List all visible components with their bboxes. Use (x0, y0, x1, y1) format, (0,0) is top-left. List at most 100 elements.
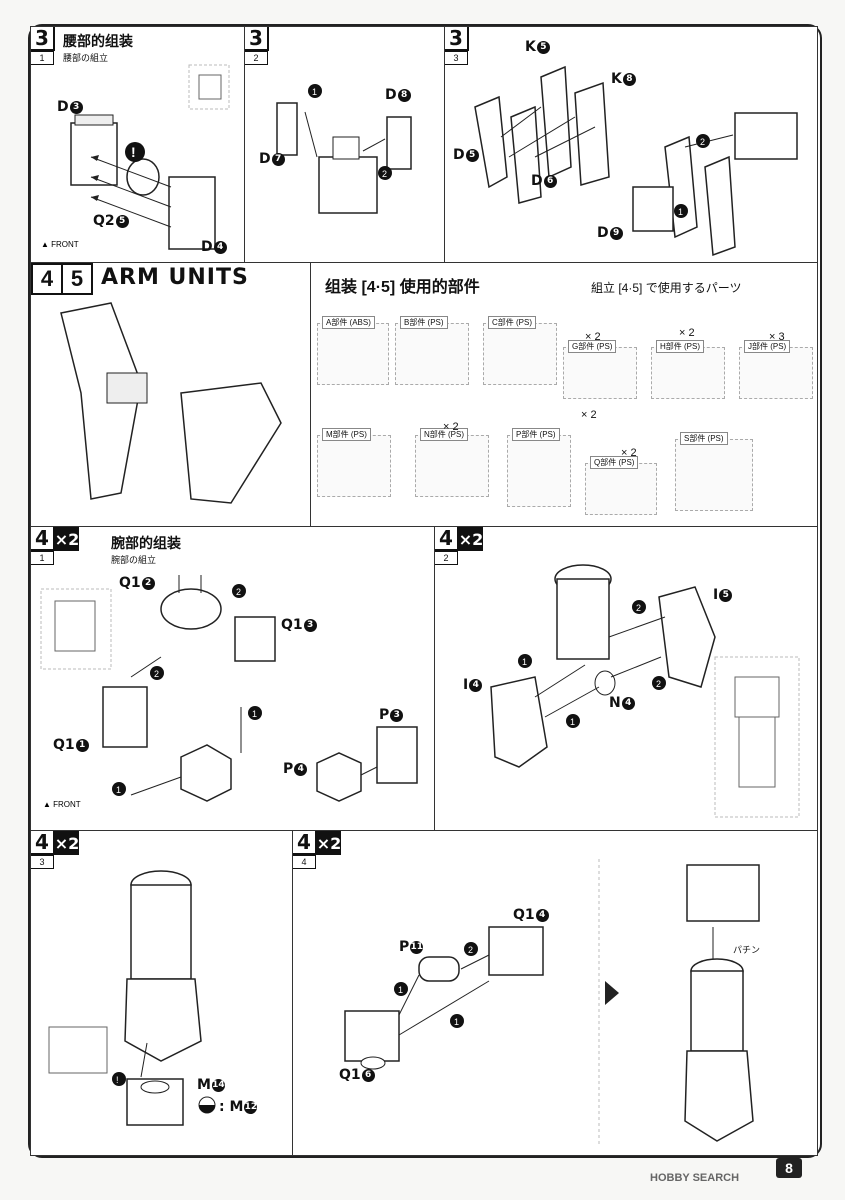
svg-text:1: 1 (252, 709, 257, 719)
substep-number: 3 (445, 51, 468, 65)
forearm-armor-drawing: 2 1 2 1 (490, 564, 800, 818)
substep-number: 4 (293, 855, 316, 869)
svg-text:2: 2 (382, 169, 387, 179)
page-number: 8 (776, 1158, 802, 1178)
step-number: 4 (293, 831, 317, 855)
parts-title-jp: 組立 [4·5] で使用するパーツ (591, 281, 742, 295)
step-title-jp: 腕部の組立 (111, 555, 157, 565)
label-m14: M14 (197, 1077, 225, 1093)
runner-p-count: × 2 (581, 409, 597, 421)
parts-title-cn: 组装 [4·5] 使用的部件 (325, 279, 480, 296)
waist-armor-drawing: 2 1 (474, 65, 798, 257)
runner-n-count: × 2 (443, 421, 459, 433)
runner-q-count: × 2 (621, 447, 637, 459)
runner-j-count: × 3 (769, 331, 785, 343)
substep-number: 2 (245, 51, 268, 65)
arm-units-panel: 4 5 ARM UNITS (30, 262, 312, 528)
step-number: 4 (435, 527, 459, 551)
waist-assembly-drawing: ! ▲ FRONT (41, 64, 230, 250)
step-multiplier: ×2 (459, 527, 483, 551)
svg-text:1: 1 (116, 785, 121, 795)
runner-h-count: × 2 (679, 327, 695, 339)
svg-text:1: 1 (678, 207, 683, 217)
step-number: 3 (31, 27, 55, 51)
substep-number: 1 (31, 551, 54, 565)
step-number: 3 (445, 27, 469, 51)
step-4-3-panel: 4 ×2 3 ! M14 : M12 (30, 830, 294, 1156)
arm-step-4: 4 (31, 263, 63, 295)
arm-units-title: ARM UNITS (101, 265, 249, 290)
runner-j: J部件 (PS) (739, 340, 813, 399)
svg-text:!: ! (116, 1075, 119, 1085)
runner-c: C部件 (PS) (483, 316, 557, 385)
svg-text:2: 2 (468, 945, 473, 955)
arm-unit-preview-drawing (60, 302, 282, 504)
substep-number: 2 (435, 551, 458, 565)
svg-text:!: ! (131, 144, 136, 160)
svg-text:1: 1 (398, 985, 403, 995)
step-number: 4 (31, 831, 55, 855)
label-p11: P11 (399, 939, 424, 955)
svg-text:2: 2 (656, 679, 661, 689)
runner-h: H部件 (PS) (651, 340, 725, 399)
svg-text:1: 1 (312, 87, 317, 97)
step-number: 3 (245, 27, 269, 51)
runner-q: Q部件 (PS) (585, 456, 657, 515)
svg-text:2: 2 (636, 603, 641, 613)
step-title-jp: 腰部の組立 (63, 53, 109, 63)
runner-a: A部件 (ABS) (317, 316, 389, 385)
runner-s: S部件 (PS) (675, 432, 753, 511)
step-multiplier: ×2 (55, 831, 79, 855)
forearm-hand-joint-drawing: ! (48, 870, 216, 1126)
wrist-joint-drawing: 2 1 1 (344, 859, 760, 1147)
svg-text:2: 2 (700, 137, 705, 147)
svg-text:▲ FRONT: ▲ FRONT (41, 240, 79, 249)
runner-p: P部件 (PS) (507, 428, 571, 507)
runner-n: N部件 (PS) (415, 428, 489, 497)
svg-text:1: 1 (570, 717, 575, 727)
step-multiplier: ×2 (55, 527, 79, 551)
arm-step-5: 5 (63, 263, 93, 295)
parts-list-panel: 组装 [4·5] 使用的部件 組立 [4·5] で使用するパーツ A部件 (AB… (310, 262, 818, 528)
label-m12: : M12 (219, 1099, 258, 1115)
svg-text:2: 2 (154, 669, 159, 679)
runner-b: B部件 (PS) (395, 316, 469, 385)
runner-g: G部件 (PS) (563, 340, 637, 399)
forearm-assembly-drawing: 2 2 1 1 ▲ FRONT (40, 575, 418, 809)
watermark: HOBBY SEARCH (650, 1172, 740, 1184)
svg-text:1: 1 (522, 657, 527, 667)
substep-number: 3 (31, 855, 54, 869)
waist-side-parts-drawing: 1 2 (276, 84, 412, 214)
svg-text:1: 1 (454, 1017, 459, 1027)
step-title-cn: 腕部的组装 (111, 535, 181, 551)
step-number: 4 (31, 527, 55, 551)
click-sound-label: パチン (733, 945, 761, 955)
runner-g-count: × 2 (585, 331, 601, 343)
substep-number: 1 (31, 51, 54, 65)
